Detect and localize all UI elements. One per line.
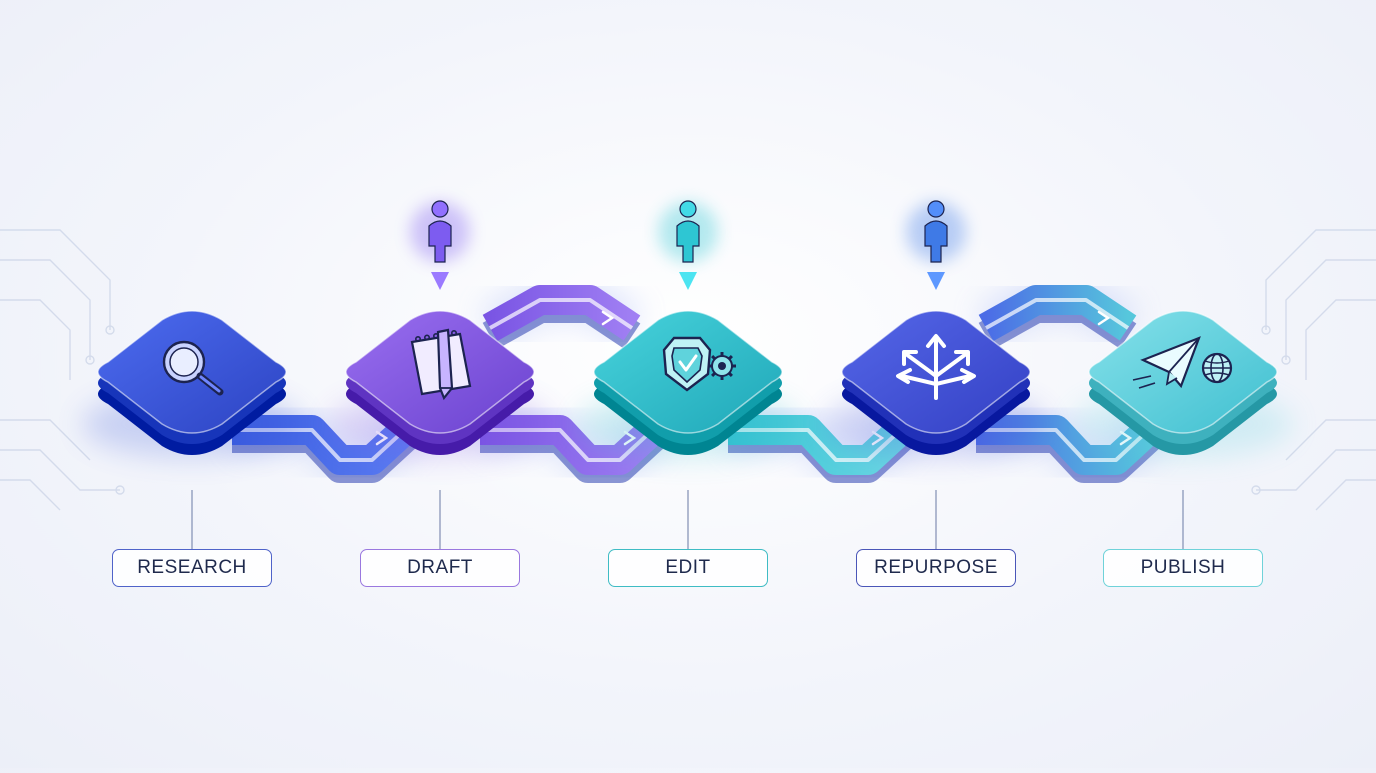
node-repurpose [826, 310, 1046, 458]
circuit-decoration [0, 229, 1376, 511]
pipe-upper-draft-edit [479, 278, 645, 350]
split-arrows-icon [896, 334, 976, 400]
pipe-upper-repurpose-publish [975, 278, 1141, 350]
flow-arrow [601, 310, 615, 326]
shield-check-gear-icon [662, 336, 736, 392]
label-edit: EDIT [608, 549, 768, 587]
magnifier-icon [162, 340, 224, 396]
label-connectors [191, 490, 1184, 549]
notepad-pencil-icon [410, 328, 472, 401]
label-draft: DRAFT [360, 549, 520, 587]
reviewer-markers [410, 200, 966, 290]
stage-nodes [82, 310, 1293, 458]
flow-arrow [1097, 310, 1111, 326]
paper-plane-globe-icon [1132, 336, 1233, 389]
node-research [82, 310, 302, 458]
label-repurpose: REPURPOSE [856, 549, 1016, 587]
label-publish: PUBLISH [1103, 549, 1263, 587]
node-publish [1073, 310, 1293, 458]
label-research: RESEARCH [112, 549, 272, 587]
reviewer-person-icon [906, 200, 966, 290]
node-draft [330, 310, 550, 458]
node-edit [578, 310, 798, 458]
reviewer-person-icon [658, 200, 718, 290]
reviewer-person-icon [410, 200, 470, 290]
